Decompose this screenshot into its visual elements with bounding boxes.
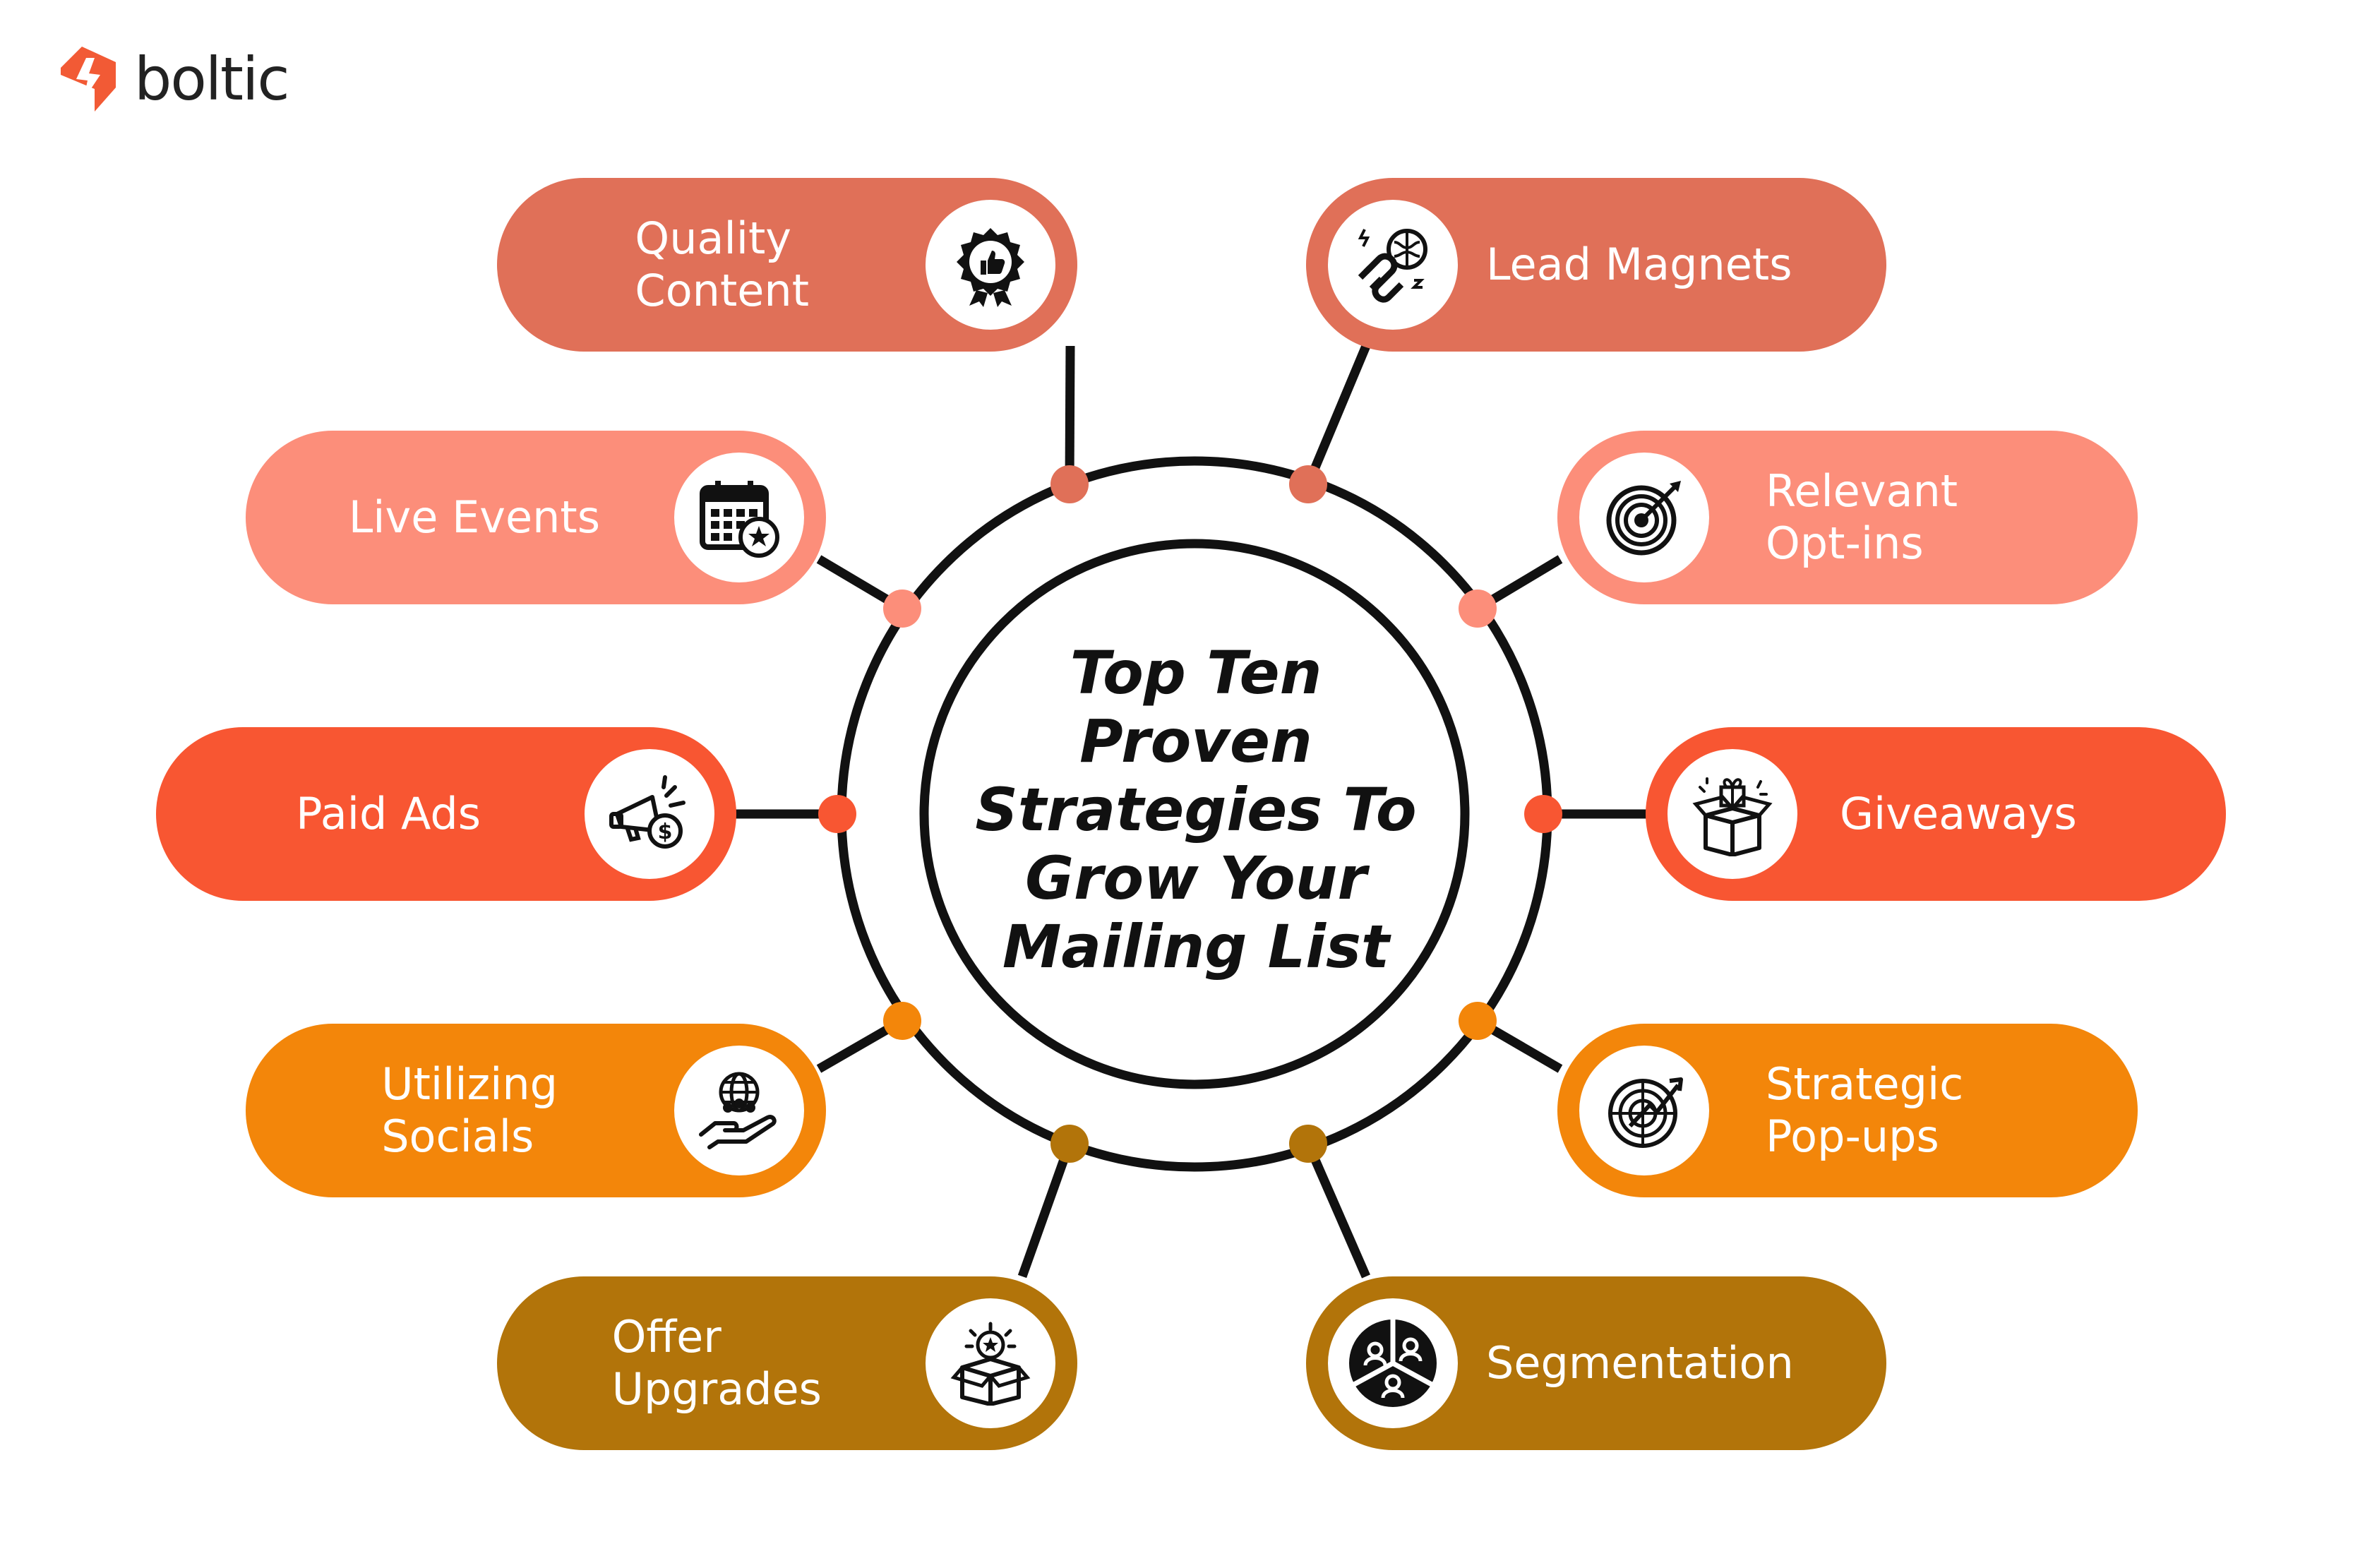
connector-dot <box>1289 1125 1327 1163</box>
strategy-label: Paid Ads <box>296 788 481 839</box>
page-title: Top Ten Proven Strategies To Grow Your M… <box>975 638 1417 981</box>
connector-dot <box>883 590 921 628</box>
inner-ring <box>919 539 1470 1089</box>
connector-dot <box>1459 1002 1497 1040</box>
strategy-label: Lead Magnets <box>1486 239 1792 290</box>
brand-logo: boltic <box>55 44 290 114</box>
strategy-label: Offer Upgrades <box>611 1311 822 1415</box>
strategy-utilizing-socials: Utilizing Socials <box>246 1024 826 1197</box>
svg-text:$: $ <box>658 820 673 844</box>
strategy-label: Strategic Pop-ups <box>1766 1058 1964 1162</box>
connector-dot <box>1524 795 1562 833</box>
connector-dot <box>883 1002 921 1040</box>
connector-line <box>1017 1142 1074 1279</box>
strategy-live-events: Live Events <box>246 431 826 604</box>
target-dart-icon <box>1579 453 1709 582</box>
pie-people-icon <box>1328 1298 1458 1428</box>
strategy-paid-ads: Paid Ads $ <box>156 727 736 901</box>
strategy-offer-upgrades: Offer Upgrades <box>497 1276 1077 1450</box>
magnet-brain-icon <box>1328 200 1458 330</box>
strategy-label: Relevant Opt-ins <box>1766 465 1958 569</box>
gift-box-icon <box>1668 749 1797 879</box>
strategy-strategic-pop-ups: Strategic Pop-ups <box>1557 1024 2138 1197</box>
connector-line <box>1304 1142 1370 1279</box>
strategy-giveaways: Giveaways <box>1646 727 2226 901</box>
radar-arrow-icon <box>1579 1046 1709 1175</box>
connector-dot <box>1050 1125 1089 1163</box>
calendar-star-icon <box>674 453 804 582</box>
strategy-lead-magnets: Lead Magnets <box>1306 178 1886 352</box>
strategy-label: Live Events <box>348 491 600 543</box>
strategy-quality-content: Quality Content <box>497 178 1077 352</box>
strategy-label: Utilizing Socials <box>381 1058 558 1162</box>
strategy-label: Segmentation <box>1486 1337 1794 1389</box>
connector-dot <box>1050 465 1089 503</box>
hand-globe-people-icon <box>674 1046 804 1175</box>
bolt-logo-icon <box>61 47 116 112</box>
connector-dot <box>1289 465 1327 503</box>
strategy-segmentation: Segmentation <box>1306 1276 1886 1450</box>
megaphone-dollar-icon: $ <box>585 749 714 879</box>
connector-line <box>1304 344 1370 486</box>
connector-dot <box>1459 590 1497 628</box>
brand-name: boltic <box>134 44 290 114</box>
strategy-label: Giveaways <box>1840 788 2077 839</box>
connector-dot <box>818 795 856 833</box>
strategy-relevant-opt-ins: Relevant Opt-ins <box>1557 431 2138 604</box>
award-thumbs-up-icon <box>926 200 1055 330</box>
box-star-icon <box>926 1298 1055 1428</box>
strategy-label: Quality Content <box>635 213 809 316</box>
